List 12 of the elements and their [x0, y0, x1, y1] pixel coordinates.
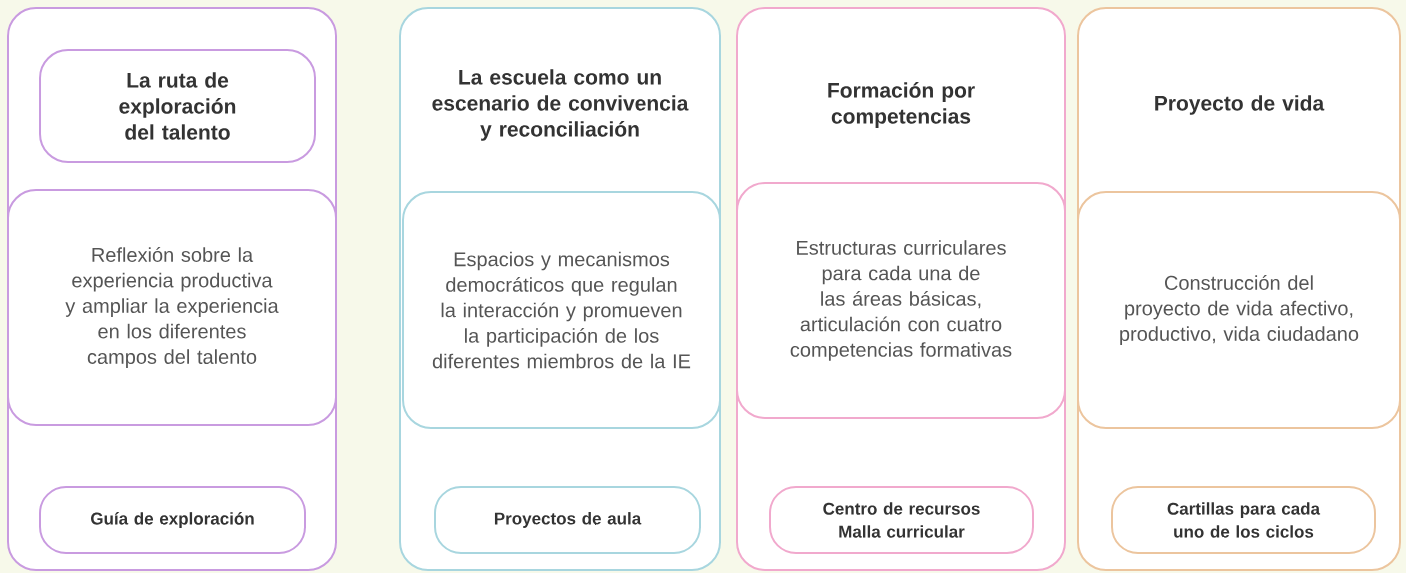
resource-box: Proyectos de aula — [434, 486, 701, 554]
resource-box: Guía de exploración — [39, 486, 306, 554]
heading: Proyecto de vida — [1155, 95, 1325, 115]
heading: La escuela como un escenario de convivencia y reconciliación — [432, 69, 689, 141]
description-box: Construcción del proyecto de vida afectivo, productivo, vida ciudadano — [1077, 191, 1401, 429]
title-box: La ruta de exploración del talento — [39, 49, 316, 163]
resource-box: Cartillas para cada uno de los ciclos — [1111, 486, 1376, 554]
resource-box: Centro de recursos Malla curricular — [769, 486, 1034, 554]
heading: Formación por competencias — [828, 82, 975, 128]
description-box: Estructuras curriculares para cada una de las áreas básicas, articulación con cuatro competencias formativas — [736, 182, 1066, 419]
description-box: Espacios y mecanismos democráticos que regulan la interacción y promueven la participación de los diferentes miembros de la IE — [402, 191, 721, 429]
description-box: Reflexión sobre la experiencia productiva y ampliar la experiencia en los diferentes campos del talento — [7, 189, 337, 426]
